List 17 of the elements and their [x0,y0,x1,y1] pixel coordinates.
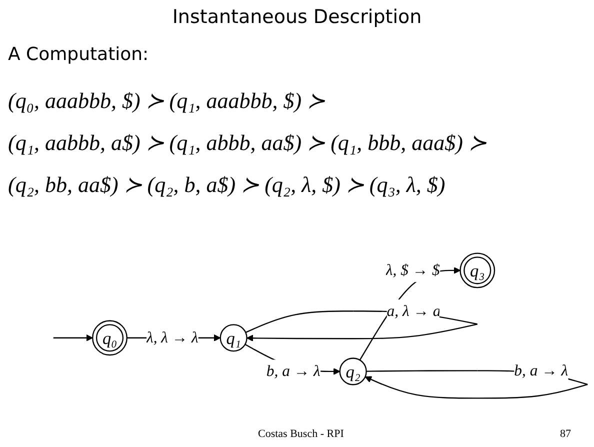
footer-text: Costas Busch - RPI [258,428,344,440]
computation-line: (q₁, aabbb, a$) ≻ (q₁, abbb, aa$) ≻ (q₁, bbb, aaa$) ≻ [8,130,486,156]
node-circle: q₃ [460,252,496,288]
edge-label: b, a → λ [266,363,320,380]
slide-title: Instantaneous Description [171,6,423,28]
node-circle: q₂ [339,358,367,386]
arrow [53,334,93,342]
node-circle: q₀ [92,320,128,356]
node-circle: q₁ [220,324,248,352]
edge-label: λ, λ → λ [146,330,198,347]
edge-label: λ, $ → $ [386,262,440,280]
section-heading: A Computation: [8,44,149,65]
edge-label: b, a → λ [514,362,568,380]
computation-line: (q₀, aaabbb, $) ≻ (q₁, aaabbb, $) ≻ [8,88,326,114]
computation-line: (q₂, bb, aa$) ≻ (q₂, b, a$) ≻ (q₂, λ, $) ≻ (q₃, λ, $) [8,172,446,198]
edge-label: a, λ → a [386,302,441,320]
page-number: 87 [560,428,571,440]
